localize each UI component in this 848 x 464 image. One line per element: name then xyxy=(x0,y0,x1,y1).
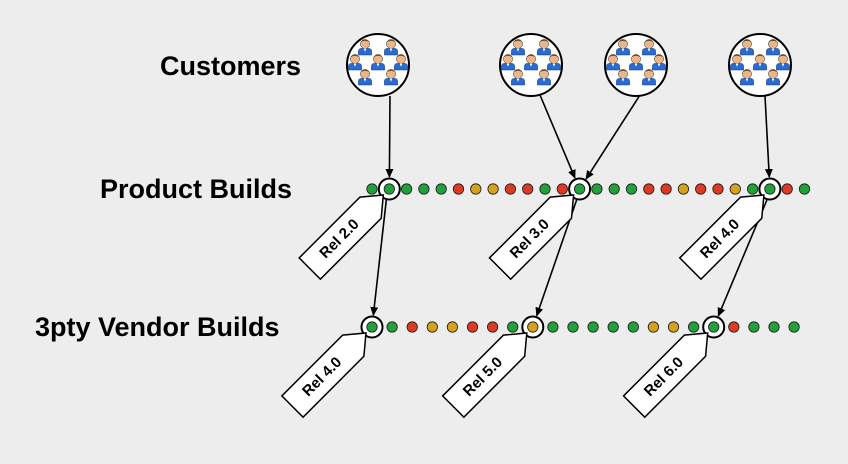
product-build-dot xyxy=(556,183,568,195)
vendor-build-dot xyxy=(687,321,700,333)
product-build-dot xyxy=(539,183,551,195)
vendor-build-dot xyxy=(366,321,378,333)
product-build-dot xyxy=(746,183,759,195)
product-build-dot xyxy=(487,183,499,195)
product-build-dot xyxy=(608,183,620,195)
vendor-release-tag: Rel 4.0 xyxy=(280,332,367,419)
vendor-release-tag: Rel 6.0 xyxy=(622,332,709,419)
customer-group-icon xyxy=(499,33,563,97)
customer-group-icon xyxy=(604,33,668,97)
customer-group-icon xyxy=(728,33,792,97)
vendor-build-dot xyxy=(446,321,458,333)
product-build-dot xyxy=(781,183,793,195)
product-build-dot xyxy=(383,183,395,195)
product-build-dot xyxy=(470,183,482,195)
vendor-build-dot xyxy=(426,321,438,333)
vendor-build-dot xyxy=(748,321,760,333)
row-label-customers: Customers xyxy=(160,51,301,81)
vendor-build-dot xyxy=(708,321,720,333)
product-build-dot xyxy=(591,183,603,195)
vendor-build-dot xyxy=(567,321,579,333)
customer-groups xyxy=(346,33,792,97)
product-build-dot xyxy=(660,183,672,195)
product-build-dot xyxy=(695,183,707,195)
dependency-arrow xyxy=(370,199,388,317)
vendor-build-dot xyxy=(667,321,680,333)
vendor-build-dot xyxy=(527,321,539,333)
row-label-vendor-builds: 3pty Vendor Builds xyxy=(35,312,280,342)
vendor-build-dot xyxy=(627,321,639,333)
vendor-build-timeline xyxy=(360,315,800,339)
dependency-arrow xyxy=(585,94,641,180)
vendor-build-dot xyxy=(406,321,418,333)
product-build-dot xyxy=(400,183,413,195)
vendor-build-dot xyxy=(547,321,559,333)
vendor-build-dot xyxy=(386,321,398,333)
product-build-dot xyxy=(729,183,741,195)
vendor-build-dot xyxy=(788,321,800,333)
product-build-dot xyxy=(712,183,724,195)
dependency-arrow xyxy=(385,95,394,179)
product-build-dot xyxy=(677,183,690,195)
product-build-dot xyxy=(573,183,586,195)
product-build-dot xyxy=(764,183,776,195)
dependency-arrows xyxy=(370,94,773,317)
vendor-build-dot xyxy=(728,321,740,333)
vendor-release-tag: Rel 5.0 xyxy=(441,332,528,419)
product-build-dot xyxy=(452,183,465,195)
vendor-build-dot xyxy=(607,321,619,333)
product-build-timeline xyxy=(366,177,811,201)
vendor-build-dot xyxy=(486,321,499,333)
product-build-dot xyxy=(522,183,534,195)
dependency-arrow xyxy=(539,94,576,179)
product-build-dot xyxy=(625,183,638,195)
vendor-build-dot xyxy=(647,321,660,333)
product-build-dot xyxy=(418,183,430,195)
vendor-build-dot xyxy=(507,321,519,333)
dependency-arrow xyxy=(764,95,773,179)
product-release-tag: Rel 3.0 xyxy=(488,194,575,281)
row-label-product-builds: Product Builds xyxy=(100,174,292,204)
product-build-dot xyxy=(643,183,655,195)
vendor-build-dot xyxy=(587,321,599,333)
product-build-dot xyxy=(504,183,516,195)
customer-group-icon xyxy=(346,33,410,97)
product-release-tag: Rel 4.0 xyxy=(678,194,765,281)
product-build-dot xyxy=(798,183,811,195)
vendor-build-dot xyxy=(768,321,780,333)
vendor-build-dot xyxy=(466,321,479,333)
product-build-dot xyxy=(366,183,378,195)
product-build-dot xyxy=(435,183,447,195)
